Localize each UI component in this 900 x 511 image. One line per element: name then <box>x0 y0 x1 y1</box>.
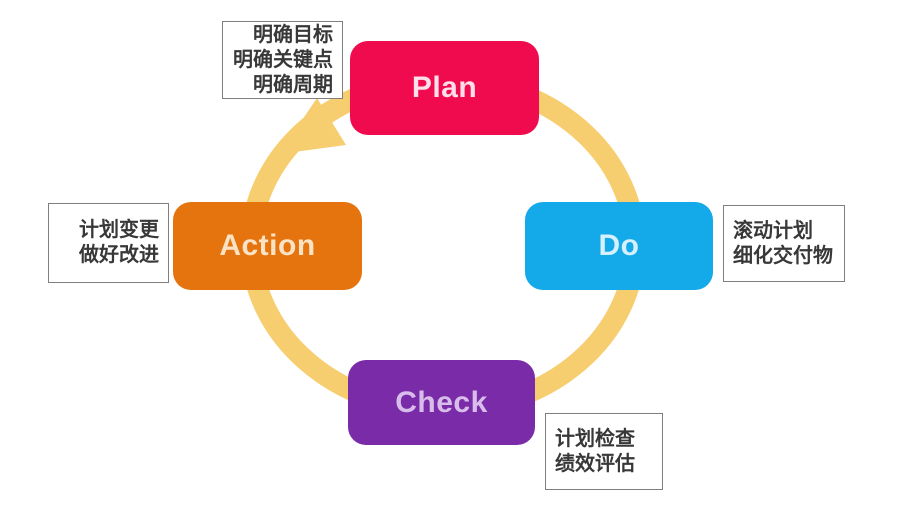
annotation-plan: 明确目标 明确关键点 明确周期 <box>222 21 343 99</box>
annotation-action-line: 计划变更 <box>79 219 159 241</box>
annotation-do: 滚动计划 细化交付物 <box>723 205 845 282</box>
annotation-plan-line: 明确目标 <box>253 23 333 46</box>
annotation-plan-line: 明确关键点 <box>233 48 333 71</box>
node-do-label: Do <box>598 229 640 262</box>
annotation-action: 计划变更 做好改进 <box>48 203 169 283</box>
node-action: Action <box>173 202 362 290</box>
annotation-plan-line: 明确周期 <box>253 73 333 96</box>
annotation-check-line: 绩效评估 <box>555 452 635 475</box>
annotation-action-line: 做好改进 <box>79 244 159 266</box>
node-plan-label: Plan <box>411 71 478 104</box>
cycle-arrowhead-icon <box>279 98 346 154</box>
node-do: Do <box>525 202 713 290</box>
node-plan: Plan <box>350 41 539 135</box>
node-action-label: Action <box>219 229 316 262</box>
annotation-check: 计划检查 绩效评估 <box>545 413 663 490</box>
node-check-label: Check <box>395 385 488 419</box>
node-check: Check <box>348 360 535 445</box>
annotation-do-line: 滚动计划 <box>733 219 813 242</box>
annotation-do-line: 细化交付物 <box>733 244 833 267</box>
annotation-check-line: 计划检查 <box>555 427 635 450</box>
